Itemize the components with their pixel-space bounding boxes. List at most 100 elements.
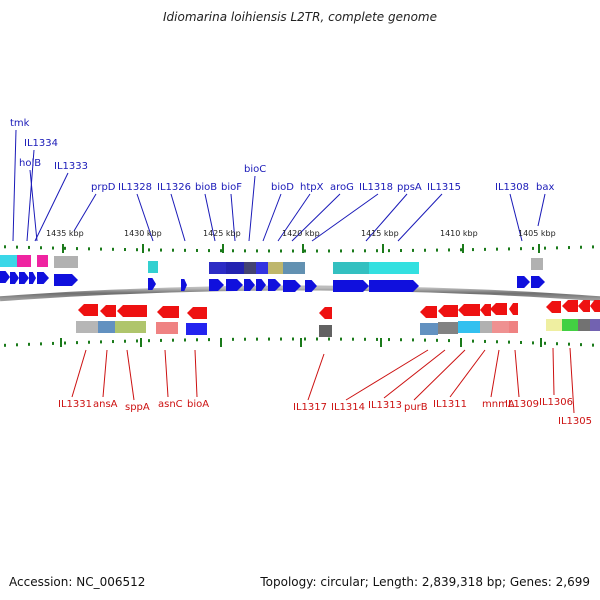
- tick-mark-top: [52, 246, 54, 250]
- gene-box: [420, 323, 438, 335]
- gene-label-il1305: IL1305: [558, 416, 592, 427]
- tick-mark-bottom: [100, 340, 102, 344]
- scale-label: 1420 kbp: [282, 229, 320, 238]
- gene-box: [480, 321, 492, 333]
- gene-box: [509, 321, 518, 333]
- leader-line: [262, 193, 282, 242]
- leader-line: [307, 353, 325, 401]
- tick-mark-bottom: [316, 337, 318, 341]
- major-tick-top: [142, 244, 144, 253]
- tick-mark-bottom: [28, 342, 30, 346]
- leader-line: [552, 347, 555, 396]
- reverse-gene-arrow: [546, 301, 561, 313]
- leader-line: [397, 193, 443, 242]
- tick-mark-top: [268, 249, 270, 253]
- forward-gene-arrow: [10, 272, 19, 284]
- tick-mark-top: [28, 245, 30, 249]
- gene-label-bax: bax: [536, 182, 554, 193]
- tick-mark-bottom: [292, 337, 294, 341]
- tick-mark-top: [64, 246, 66, 250]
- tick-mark-bottom: [280, 337, 282, 341]
- major-tick-top: [302, 244, 304, 253]
- tick-mark-bottom: [508, 340, 510, 344]
- gene-label-asnc: asnC: [158, 399, 183, 410]
- major-tick-bottom: [300, 338, 302, 347]
- gene-box: [283, 262, 305, 274]
- tick-mark-bottom: [160, 338, 162, 342]
- tick-mark-bottom: [532, 341, 534, 345]
- forward-gene-arrow: [209, 279, 224, 291]
- gene-label-il1331: IL1331: [58, 399, 92, 410]
- tick-mark-bottom: [412, 338, 414, 342]
- tick-mark-top: [316, 249, 318, 253]
- major-tick-top: [222, 244, 224, 253]
- gene-box: [562, 319, 578, 331]
- major-tick-top: [538, 244, 540, 253]
- tick-mark-top: [592, 245, 594, 249]
- leader-line: [170, 193, 186, 242]
- forward-gene-arrow: [226, 279, 243, 291]
- tick-mark-bottom: [472, 339, 474, 343]
- tick-mark-top: [532, 246, 534, 250]
- gene-label-biof: bioF: [221, 182, 242, 193]
- major-tick-bottom: [380, 338, 382, 347]
- forward-gene-arrow: [148, 278, 156, 290]
- reverse-gene-arrow: [509, 303, 518, 315]
- gene-box: [438, 322, 458, 334]
- forward-gene-arrow: [305, 280, 317, 292]
- scale-label: 1435 kbp: [46, 229, 84, 238]
- tick-mark-top: [520, 247, 522, 251]
- tick-mark-bottom: [112, 340, 114, 344]
- gene-label-il1326: IL1326: [157, 182, 191, 193]
- tick-mark-top: [172, 248, 174, 252]
- gene-label-prpd: prpD: [91, 182, 116, 193]
- tick-mark-bottom: [268, 337, 270, 341]
- tick-mark-top: [580, 245, 582, 249]
- reverse-gene-arrow: [562, 300, 578, 312]
- tick-mark-bottom: [484, 339, 486, 343]
- forward-gene-arrow: [517, 276, 530, 288]
- tick-mark-top: [364, 249, 366, 253]
- major-tick-bottom: [460, 338, 462, 347]
- major-tick-bottom: [140, 338, 142, 347]
- leader-line: [71, 349, 87, 398]
- scale-label: 1405 kbp: [518, 229, 556, 238]
- reverse-gene-arrow: [438, 305, 458, 317]
- gene-label-il1334: IL1334: [24, 138, 58, 149]
- leader-line: [12, 129, 17, 242]
- reverse-gene-arrow: [490, 303, 507, 315]
- leader-line: [365, 193, 408, 242]
- gene-box: [590, 319, 600, 331]
- tick-mark-top: [388, 249, 390, 253]
- gene-label-biob: bioB: [195, 182, 217, 193]
- reverse-gene-arrow: [590, 300, 600, 312]
- tick-mark-top: [184, 248, 186, 252]
- tick-mark-bottom: [64, 341, 66, 345]
- leader-line: [34, 172, 69, 242]
- tick-mark-bottom: [40, 342, 42, 346]
- tick-mark-bottom: [124, 339, 126, 343]
- tick-mark-bottom: [580, 343, 582, 347]
- gene-box: [226, 262, 244, 274]
- leader-line: [136, 193, 154, 242]
- leader-line: [73, 193, 97, 232]
- gene-label-purb: purB: [404, 402, 428, 413]
- tick-mark-bottom: [328, 337, 330, 341]
- reverse-gene-arrow: [78, 304, 98, 316]
- tick-mark-top: [460, 248, 462, 252]
- forward-gene-arrow: [0, 271, 10, 283]
- gene-box: [256, 262, 268, 274]
- tick-mark-bottom: [400, 338, 402, 342]
- leader-line: [490, 349, 500, 398]
- tick-mark-top: [148, 248, 150, 252]
- reverse-gene-arrow: [420, 306, 437, 318]
- tick-mark-bottom: [376, 337, 378, 341]
- reverse-gene-arrow: [117, 305, 147, 317]
- leader-line: [311, 193, 379, 242]
- tick-mark-top: [220, 249, 222, 253]
- tick-mark-top: [76, 247, 78, 251]
- tick-mark-top: [352, 249, 354, 253]
- tick-mark-bottom: [136, 339, 138, 343]
- gene-label-il1333: IL1333: [54, 161, 88, 172]
- tick-mark-top: [436, 248, 438, 252]
